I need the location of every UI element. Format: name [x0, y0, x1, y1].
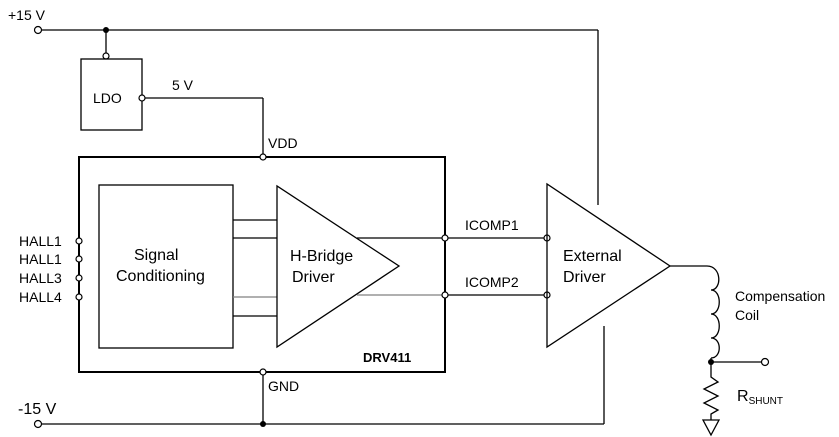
compensation-coil	[670, 265, 720, 362]
sense-output-terminal	[760, 357, 770, 367]
icomp2-chip-pin	[441, 291, 449, 299]
coil-label-line1: Compensation	[735, 288, 825, 304]
icomp2-label: ICOMP2	[465, 274, 519, 290]
hall-label-3: HALL3	[19, 270, 62, 286]
pos-rail-label: +15 V	[8, 7, 46, 23]
external-driver-label-line2: Driver	[563, 269, 606, 286]
hall-pin-3	[75, 274, 83, 282]
external-driver	[546, 182, 672, 349]
chip-name: DRV411	[363, 350, 411, 365]
neg-rail-terminal	[33, 419, 43, 429]
hall-pin-1	[75, 237, 83, 245]
hall-label-2: HALL1	[19, 251, 62, 267]
neg-rail-label: -15 V	[18, 401, 57, 418]
pos-rail-terminal	[33, 25, 43, 35]
internal-connections	[233, 219, 277, 317]
hbridge-driver	[276, 184, 401, 349]
neg-rail	[33, 326, 605, 429]
hall-pins	[75, 237, 83, 301]
hall-label-1: HALL1	[19, 233, 62, 249]
neg-rail-junction	[260, 421, 266, 427]
signal-conditioning-block	[98, 184, 234, 349]
hall-label-4: HALL4	[19, 289, 62, 305]
ldo-input-pin	[102, 52, 110, 60]
gnd-pin	[259, 368, 267, 376]
shunt-label-main: R	[737, 388, 749, 405]
ldo-output-wire	[145, 97, 264, 154]
shunt-resistor	[702, 362, 720, 420]
gnd-label: GND	[268, 378, 299, 394]
hbridge-output-wires	[357, 237, 445, 296]
signal-conditioning-label-line2: Conditioning	[116, 268, 205, 285]
hbridge-label-line2: Driver	[292, 269, 335, 286]
ldo-output-pin	[138, 94, 146, 102]
shunt-label-sub: SHUNT	[749, 396, 783, 407]
external-driver-label-line1: External	[563, 248, 622, 265]
icomp1-label: ICOMP1	[465, 217, 519, 233]
signal-conditioning-label-line1: Signal	[134, 247, 178, 264]
vdd-pin	[259, 153, 267, 161]
coil-label-line2: Coil	[735, 307, 759, 323]
hbridge-label-line1: H-Bridge	[290, 248, 353, 265]
pos-rail	[33, 25, 599, 205]
ldo-output-label: 5 V	[172, 77, 194, 93]
ldo-label: LDO	[93, 90, 122, 106]
icomp1-chip-pin	[441, 234, 449, 242]
hall-pin-4	[75, 293, 83, 301]
drv411-chip	[78, 156, 446, 373]
hall-pin-2	[75, 255, 83, 263]
vdd-label: VDD	[268, 135, 298, 151]
ground-icon	[701, 419, 721, 437]
shunt-label: RSHUNT	[737, 388, 783, 407]
